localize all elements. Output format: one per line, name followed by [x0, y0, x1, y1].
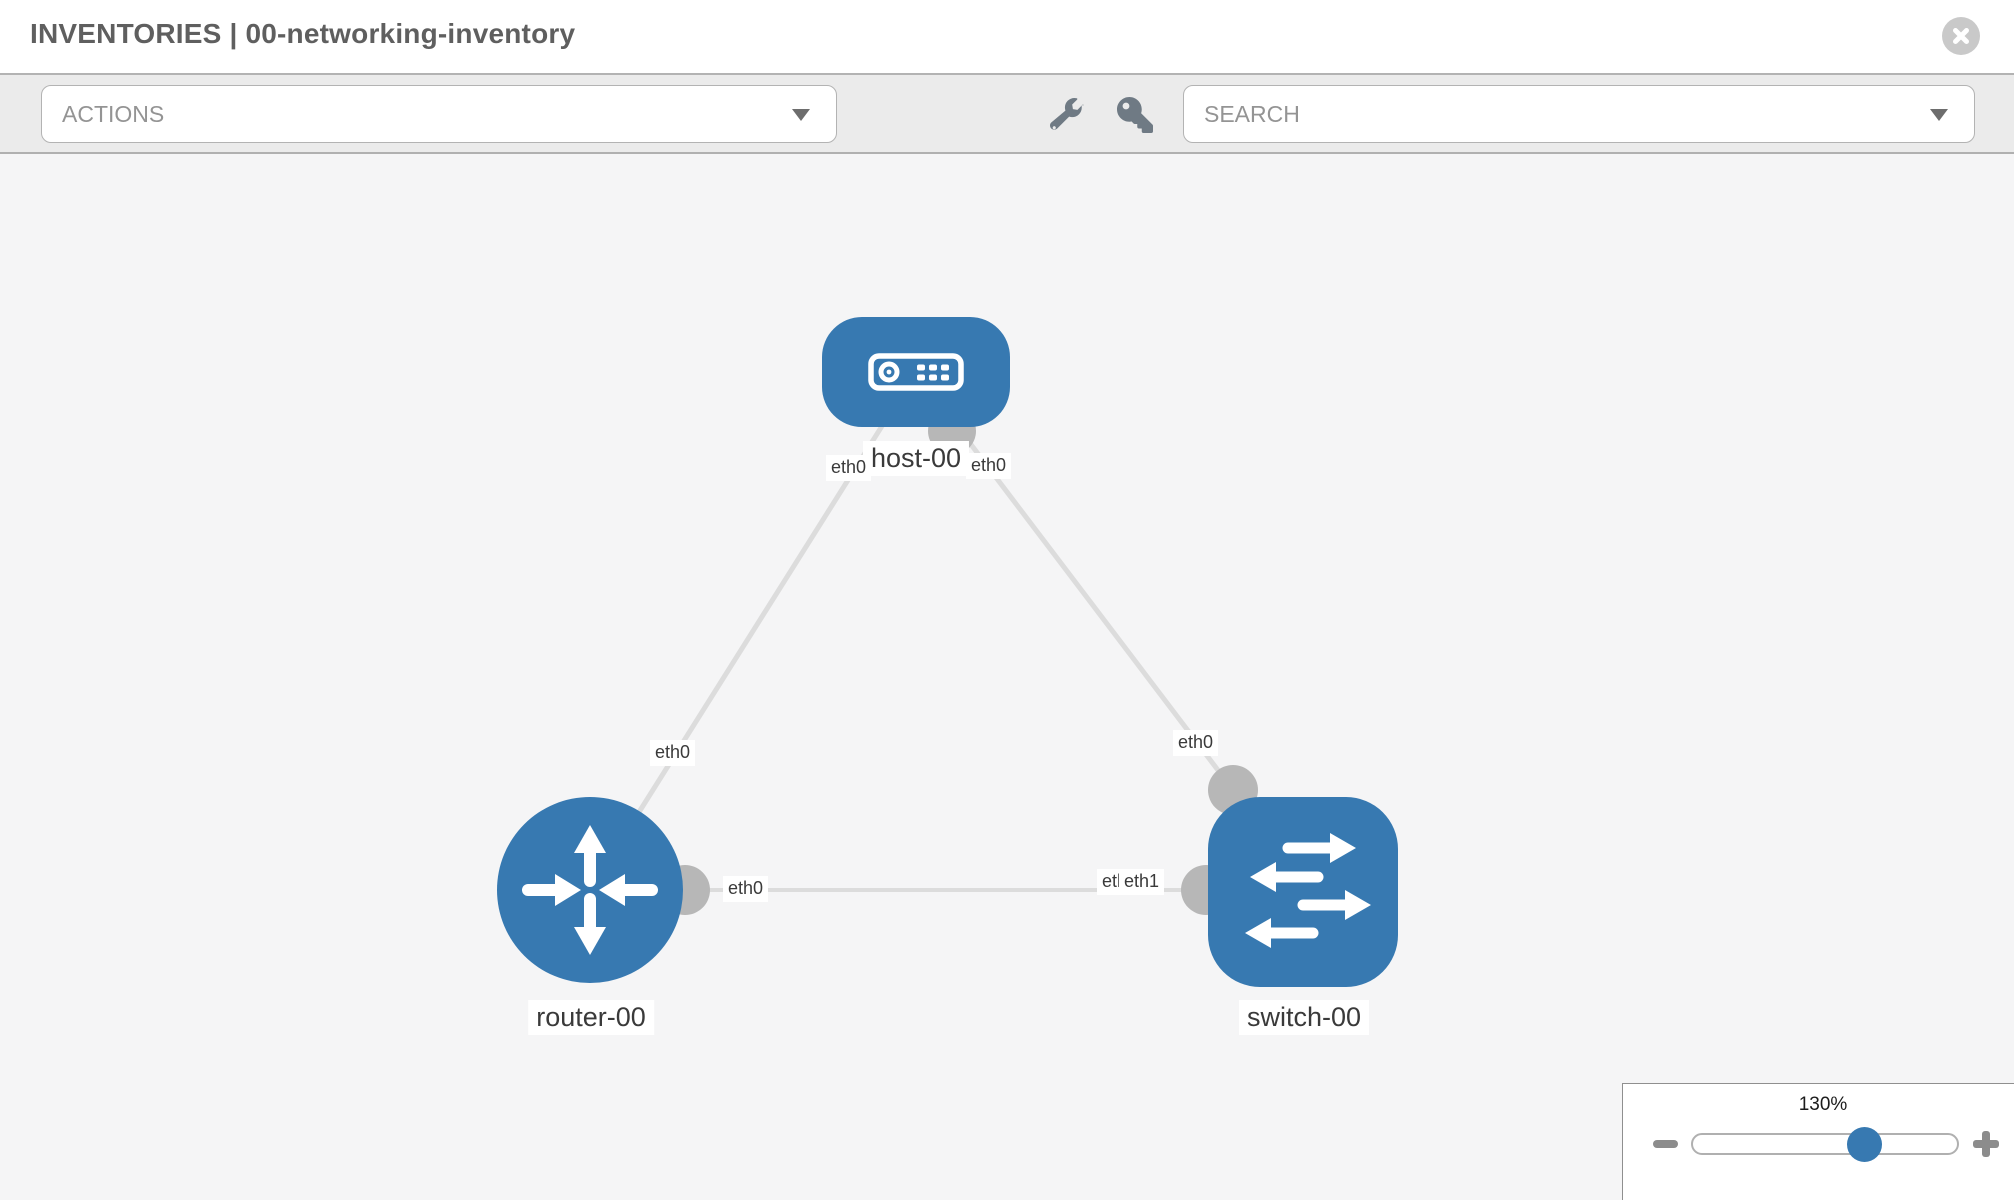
switch-icon [1245, 833, 1371, 948]
node-label-switch-00: switch-00 [1238, 1000, 1370, 1036]
host-icon [868, 353, 964, 391]
plus-icon [1982, 1131, 1990, 1157]
iface-label-host-left: eth0 [826, 455, 872, 481]
router-icon [522, 825, 658, 955]
node-switch-00[interactable] [1208, 797, 1398, 987]
close-icon [1953, 28, 1969, 44]
zoom-panel: 130% [1622, 1083, 2014, 1200]
key-icon [1117, 97, 1153, 133]
zoom-out-button[interactable] [1645, 1129, 1685, 1159]
node-label-host-00: host-00 [862, 441, 970, 477]
node-router-00[interactable] [497, 797, 683, 983]
key-button[interactable] [1113, 93, 1157, 137]
iface-label-pair-switch-left: eth0 eth1 [1097, 869, 1177, 897]
page-title: INVENTORIES | 00-networking-inventory [30, 18, 576, 49]
search-dropdown[interactable]: SEARCH [1183, 85, 1975, 143]
tools-button[interactable] [1045, 93, 1089, 137]
zoom-level: 130% [1798, 1094, 1848, 1115]
iface-label-switch-left-eth1: eth1 [1119, 869, 1165, 895]
iface-label-switch-uplink: eth0 [1173, 730, 1219, 756]
node-host-00[interactable] [822, 317, 1010, 427]
caret-down-icon [792, 109, 810, 121]
topology-edges [587, 370, 1258, 915]
close-button[interactable] [1942, 17, 1980, 55]
toolbar: ACTIONS SEARCH [0, 75, 2014, 154]
caret-down-icon [1930, 109, 1948, 121]
titlebar: INVENTORIES | 00-networking-inventory [0, 0, 2014, 75]
topology-canvas[interactable]: host-00 router-00 switch-00 eth0 eth0 et… [0, 154, 2014, 1200]
minus-icon [1652, 1140, 1678, 1148]
actions-dropdown[interactable]: ACTIONS [41, 85, 837, 143]
node-label-router-00: router-00 [528, 1000, 654, 1036]
wrench-icon [1050, 98, 1084, 130]
search-dropdown-label: SEARCH [1204, 100, 1300, 127]
iface-label-router-right: eth0 [723, 876, 769, 902]
zoom-in-button[interactable] [1973, 1131, 1999, 1157]
iface-label-router-uplink: eth0 [650, 740, 696, 766]
zoom-slider-knob[interactable] [1847, 1127, 1882, 1162]
iface-label-host-right: eth0 [966, 453, 1012, 479]
zoom-slider-track[interactable] [1691, 1133, 1959, 1155]
actions-dropdown-label: ACTIONS [62, 100, 165, 127]
